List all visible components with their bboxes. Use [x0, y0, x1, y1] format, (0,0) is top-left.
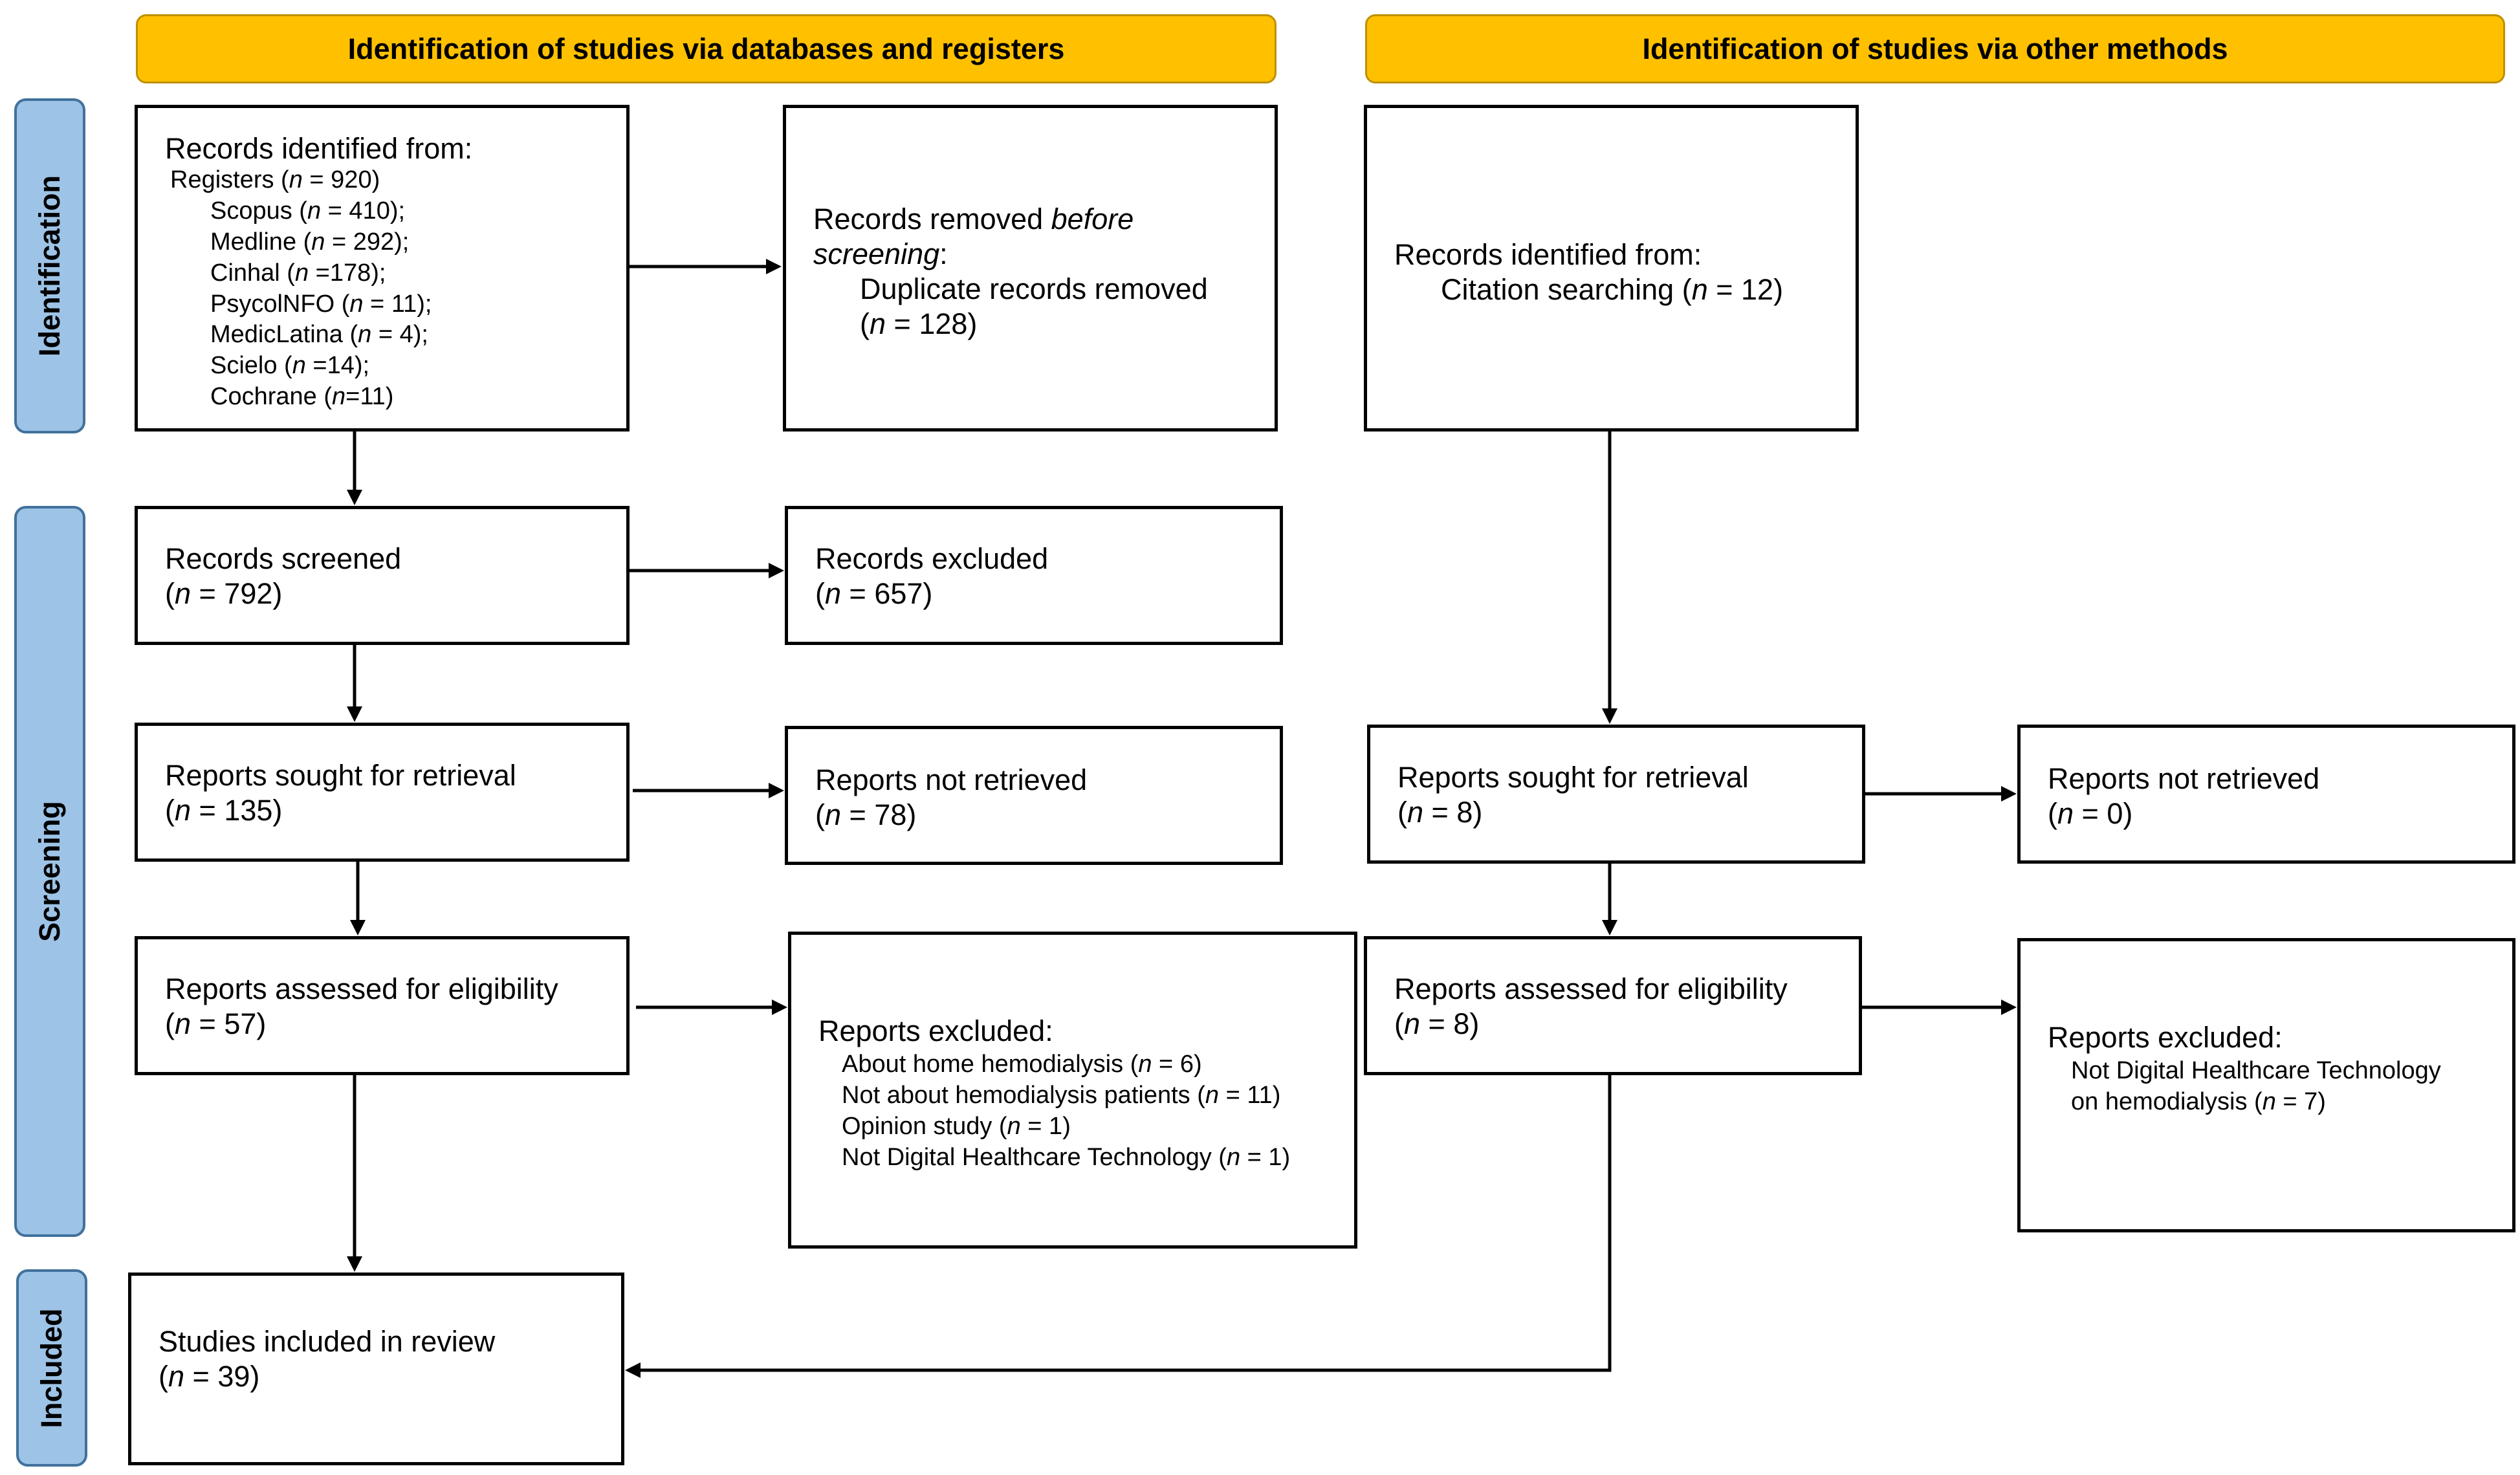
other-reports-not-retrieved-box: Reports not retrieved (n = 0): [2017, 725, 2515, 864]
db-removed-text: Records removed before screening: Duplic…: [813, 202, 1208, 340]
other-reports-excluded-box: Reports excluded: Not Digital Healthcare…: [2017, 938, 2515, 1232]
other-records-identified-box: Records identified from: Citation search…: [1364, 105, 1859, 432]
arrowhead: [2001, 1000, 2017, 1015]
arrowhead: [769, 563, 784, 578]
other-assessed-text: Reports assessed for eligibility (n = 8): [1394, 972, 1788, 1040]
source-item: Scielo (n =14);: [210, 352, 370, 380]
db-assessed-text: Reports assessed for eligibility (n = 57…: [165, 972, 558, 1040]
arrowhead: [347, 1256, 362, 1272]
db-sought-text: Reports sought for retrieval (n = 135): [165, 759, 516, 827]
arrowhead: [769, 783, 784, 798]
exclusion-reason-list: About home hemodialysis (n = 6) Not about…: [842, 1049, 1290, 1174]
db-identified-list: Registers (n = 920) Scopus (n = 410); Med…: [170, 165, 432, 413]
header-databases-label: Identification of studies via databases …: [347, 32, 1065, 65]
db-reports-excluded-title: Reports excluded:: [818, 1014, 1053, 1047]
arrowhead: [1602, 920, 1617, 935]
arrowhead: [347, 490, 362, 505]
exclusion-reason: Opinion study (n = 1): [842, 1112, 1071, 1140]
source-item: MedicLatina (n = 4);: [210, 321, 428, 349]
source-item: Scopus (n = 410);: [210, 197, 406, 224]
arrowhead: [350, 920, 366, 935]
source-list: Scopus (n = 410); Medline (n = 292); Cinha…: [170, 196, 432, 413]
other-sought-text: Reports sought for retrieval (n = 8): [1397, 761, 1749, 829]
arrowhead: [1602, 708, 1617, 724]
exclusion-reason: About home hemodialysis (n = 6): [842, 1051, 1202, 1078]
other-reports-sought-box: Reports sought for retrieval (n = 8): [1367, 725, 1865, 864]
source-item: Medline (n = 292);: [210, 228, 410, 256]
studies-included-box: Studies included in review (n = 39): [128, 1273, 624, 1465]
phase-identification: Identification: [14, 98, 85, 433]
header-other-methods: Identification of studies via other meth…: [1365, 14, 2505, 83]
header-databases: Identification of studies via databases …: [136, 14, 1276, 83]
arrow-other-to-included: [639, 1075, 1612, 1372]
phase-included: Included: [16, 1269, 87, 1467]
db-screened-text: Records screened (n = 792): [165, 542, 402, 610]
db-identified-title: Records identified from:: [165, 132, 473, 165]
exclusion-reason: Not about hemodialysis patients (n = 11): [842, 1081, 1281, 1109]
db-reports-assessed-box: Reports assessed for eligibility (n = 57…: [135, 936, 630, 1075]
arrowhead: [625, 1362, 641, 1378]
arrowhead: [766, 259, 782, 274]
db-not-retrieved-text: Reports not retrieved (n = 78): [815, 763, 1088, 831]
db-records-excluded-box: Records excluded (n = 657): [785, 506, 1283, 645]
db-reports-not-retrieved-box: Reports not retrieved (n = 78): [785, 726, 1283, 865]
db-excluded-text: Records excluded (n = 657): [815, 542, 1049, 610]
source-item: Cochrane (n=11): [210, 383, 394, 411]
arrowhead: [2001, 786, 2017, 802]
registers-line: Registers (n = 920): [170, 166, 380, 193]
db-reports-excluded-box: Reports excluded: About home hemodialysi…: [788, 932, 1357, 1249]
source-item: PsycolNFO (n = 11);: [210, 290, 432, 318]
db-records-identified-box: Records identified from: Registers (n = …: [135, 105, 630, 432]
other-reports-excluded-title: Reports excluded:: [2048, 1021, 2283, 1054]
phase-screening: Screening: [14, 506, 85, 1237]
arrowhead: [772, 1000, 787, 1015]
db-reports-sought-box: Reports sought for retrieval (n = 135): [135, 723, 630, 862]
other-identified-text: Records identified from: Citation search…: [1394, 238, 1784, 306]
included-text: Studies included in review (n = 39): [159, 1325, 496, 1393]
source-item: Cinhal (n =178);: [210, 259, 386, 287]
other-not-retrieved-text: Reports not retrieved (n = 0): [2048, 762, 2320, 830]
exclusion-reason: Not Digital Healthcare Technology (n = 1…: [842, 1143, 1291, 1171]
other-exclusion-reasons: Not Digital Healthcare Technology on hem…: [2071, 1057, 2441, 1115]
arrowhead: [347, 706, 362, 722]
other-reports-assessed-box: Reports assessed for eligibility (n = 8): [1364, 936, 1862, 1075]
db-records-screened-box: Records screened (n = 792): [135, 506, 630, 645]
header-other-label: Identification of studies via other meth…: [1642, 32, 2228, 65]
db-records-removed-box: Records removed before screening: Duplic…: [783, 105, 1278, 432]
